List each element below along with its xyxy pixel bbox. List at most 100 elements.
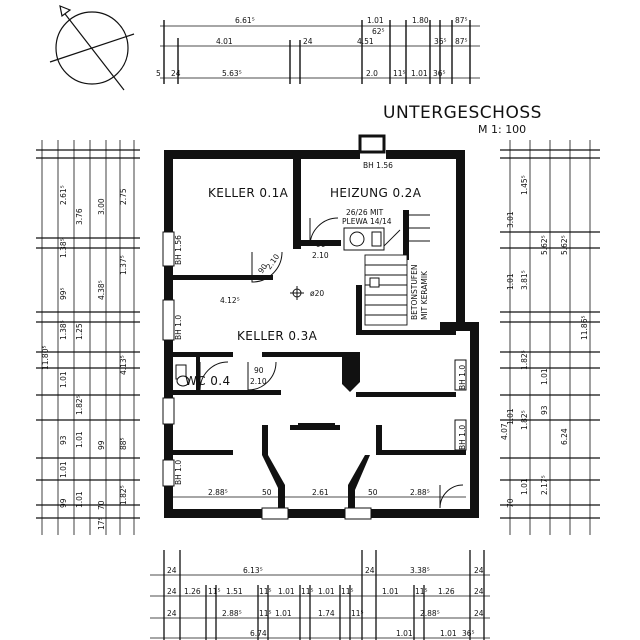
dim-bottom-14: 11⁵ (341, 587, 354, 596)
dim-interior-4: 50 (368, 488, 378, 497)
dim-right-7: 1.01 (506, 273, 515, 290)
label-stairs-1: BETONSTUFEN (410, 265, 419, 320)
dim-bottom-26: 24 (474, 609, 484, 618)
dim-right-14: 1.82⁵ (520, 410, 529, 430)
dim-top-13: 5.63⁵ (222, 69, 242, 78)
dim-bottom-13: 1.01 (318, 587, 335, 596)
dim-top-12: 24 (171, 69, 181, 78)
dim-top-16: 1.01 (411, 69, 428, 78)
dim-left-10: 11.80⁵ (41, 346, 50, 370)
label-bh-right-1: BH 1.0 (458, 365, 467, 390)
dim-top-7: 4.51 (357, 37, 374, 46)
label-door-wc-a: 90 (254, 366, 264, 375)
label-door-keller-b: 2.10 (264, 252, 281, 271)
dim-top-5: 4.01 (216, 37, 233, 46)
label-drain: ø20 (310, 289, 324, 298)
dim-bottom-22: 1.01 (275, 609, 292, 618)
dim-left-8: 4.38⁵ (97, 280, 106, 300)
right-dimension-labels: 1.45⁵ 3.01 5.62⁵ 5.62⁵ 3.81⁵ 11.86⁵ 1.01… (500, 175, 589, 508)
dim-left-6: 99⁵ (59, 287, 68, 300)
dim-bottom-8: 11⁵ (208, 587, 221, 596)
dim-top-17: 36⁵ (433, 69, 446, 78)
dim-bottom-28: 1.01 (396, 629, 413, 638)
compass-icon (49, 5, 135, 91)
windows (162, 231, 467, 520)
dim-right-9: 1.01 (540, 368, 549, 385)
dim-left-18: 88⁵ (119, 437, 128, 450)
plan-title: UNTERGESCHOSS (383, 103, 542, 123)
dim-left-22: 99 (59, 498, 68, 508)
dim-left-23: 1.01 (75, 491, 84, 508)
floor-drain-icon (290, 286, 304, 300)
dim-bottom-9: 1.51 (226, 587, 243, 596)
dim-left-16: 1.01 (75, 431, 84, 448)
dim-bottom-1: 24 (167, 566, 177, 575)
dim-bottom-15: 1.01 (382, 587, 399, 596)
dim-right-2: 3.01 (506, 211, 515, 228)
dim-right-12: 4.07 (500, 423, 509, 440)
boiler-icon (343, 227, 385, 288)
dim-bottom-30: 36⁵ (462, 629, 475, 638)
dim-left-2: 3.76 (75, 208, 84, 225)
dim-right-1: 1.45⁵ (520, 175, 529, 195)
dim-bottom-25: 2.88⁵ (420, 609, 440, 618)
label-door-heizung-a: 90 (316, 240, 326, 249)
dim-bottom-2: 6.13⁵ (243, 566, 263, 575)
left-dimension-labels: 2.61⁵ 3.76 3.00 2.75 1.38⁵ 99⁵ 1.37⁵ 4.3… (41, 185, 128, 530)
dim-top-15: 11⁵ (393, 69, 406, 78)
dim-bottom-12: 11⁵ (301, 587, 314, 596)
dim-top-3: 1.80 (412, 16, 429, 25)
dim-left-7: 1.37⁵ (119, 255, 128, 275)
plan-scale: M 1: 100 (478, 123, 526, 136)
dim-top-10: 62⁵ (372, 27, 385, 36)
left-dimension-lines (36, 140, 140, 535)
dim-bottom-24: 11⁵ (351, 609, 364, 618)
dim-right-5: 3.81⁵ (520, 270, 529, 290)
dim-bottom-10: 11⁵ (259, 587, 272, 596)
dim-bottom-4: 3.38⁵ (410, 566, 430, 575)
dim-left-12: 1.25 (75, 323, 84, 340)
label-bh-156: BH 1.56 (363, 161, 393, 170)
dim-top-8: 36⁵ (434, 37, 447, 46)
dim-left-9: 4.13⁵ (119, 355, 128, 375)
dim-left-1: 2.61⁵ (59, 185, 68, 205)
dim-bottom-11: 1.01 (278, 587, 295, 596)
label-interior-4125: 4.12⁵ (220, 296, 240, 305)
dim-left-4: 2.75 (119, 188, 128, 205)
dim-right-17: 70 (506, 498, 515, 508)
dim-right-16: 1.01 (520, 478, 529, 495)
dim-bottom-29: 1.01 (440, 629, 457, 638)
label-door-wc-b: 2.10 (250, 377, 267, 386)
dim-bottom-16: 11⁵ (415, 587, 428, 596)
dim-interior-5: 2.88⁵ (410, 488, 430, 497)
dim-right-11: 1.01 (506, 408, 515, 425)
dim-right-6: 11.86⁵ (580, 316, 589, 340)
label-heating-spec-1: 26/26 MIT (346, 208, 384, 217)
dim-left-3: 3.00 (97, 198, 106, 215)
door-swings (199, 217, 464, 509)
label-door-heizung-b: 2.10 (312, 251, 329, 260)
dim-top-9: 87⁵ (455, 37, 468, 46)
dim-left-13: 1.01 (59, 371, 68, 388)
dim-right-3: 5.62⁵ (540, 235, 549, 255)
dim-right-10: 93 (540, 405, 549, 415)
bottom-dimension-labels: 24 6.13⁵ 24 3.38⁵ 24 24 1.26 11⁵ 1.51 11… (167, 566, 484, 638)
dim-left-15: 93 (59, 435, 68, 445)
label-stairs-2: MIT KERAMIK (420, 270, 429, 320)
dim-left-20: 1.01 (59, 461, 68, 478)
dim-interior-3: 2.61 (312, 488, 329, 497)
dim-bottom-18: 24 (474, 587, 484, 596)
dim-left-21: 70 (97, 500, 106, 510)
top-dimension-lines (160, 20, 480, 84)
room-label-wc-04: WC 0.4 (185, 374, 231, 388)
room-label-heizung-02a: HEIZUNG 0.2A (330, 186, 422, 200)
dim-interior-1: 2.88⁵ (208, 488, 228, 497)
label-bh-left-1: BH 1.56 (174, 235, 183, 265)
dim-right-15: 2.17⁵ (540, 475, 549, 495)
dim-bottom-23: 1.74 (318, 609, 335, 618)
dim-left-19: 1.82⁵ (119, 485, 128, 505)
dim-bottom-7: 1.26 (184, 587, 201, 596)
dim-top-1: 6.61⁵ (235, 16, 255, 25)
dim-bottom-27: 6.74 (250, 629, 267, 638)
